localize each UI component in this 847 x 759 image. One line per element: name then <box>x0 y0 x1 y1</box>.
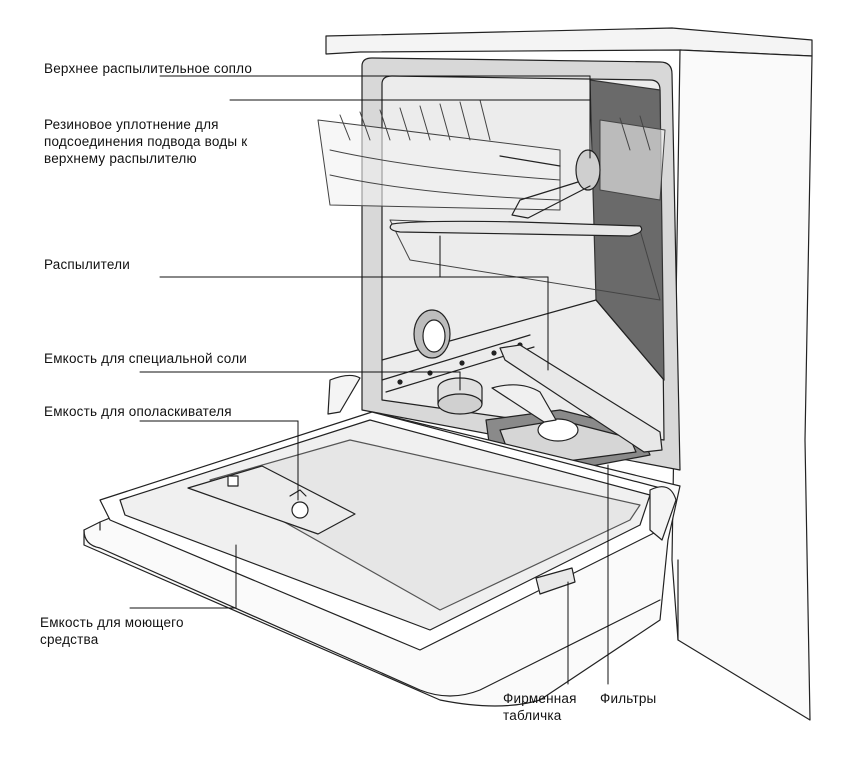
rating-plate <box>535 567 576 595</box>
tub <box>361 57 681 471</box>
label-salt-container: Емкость для специальной соли <box>44 351 248 366</box>
label-upper-spray-nozzle: Верхнее распылительное сопло <box>44 61 253 76</box>
label-rating-plate: Фирменная табличка <box>503 691 577 723</box>
salt-inlet-porthole <box>413 309 451 359</box>
label-spray-arms: Распылители <box>44 257 130 272</box>
label-rubber-seal: Резиновое уплотнение для подсоединения п… <box>44 117 248 166</box>
label-detergent-container: Емкость для моющего средства <box>40 615 184 647</box>
upper-spray-arm <box>389 149 643 237</box>
leader-lines <box>129 75 609 685</box>
door <box>83 374 681 707</box>
label-rinse-aid-container: Емкость для ополаскивателя <box>44 404 232 419</box>
cabinet <box>325 27 813 721</box>
dispenser-panel <box>187 465 356 535</box>
label-filters: Фильтры <box>600 691 657 706</box>
